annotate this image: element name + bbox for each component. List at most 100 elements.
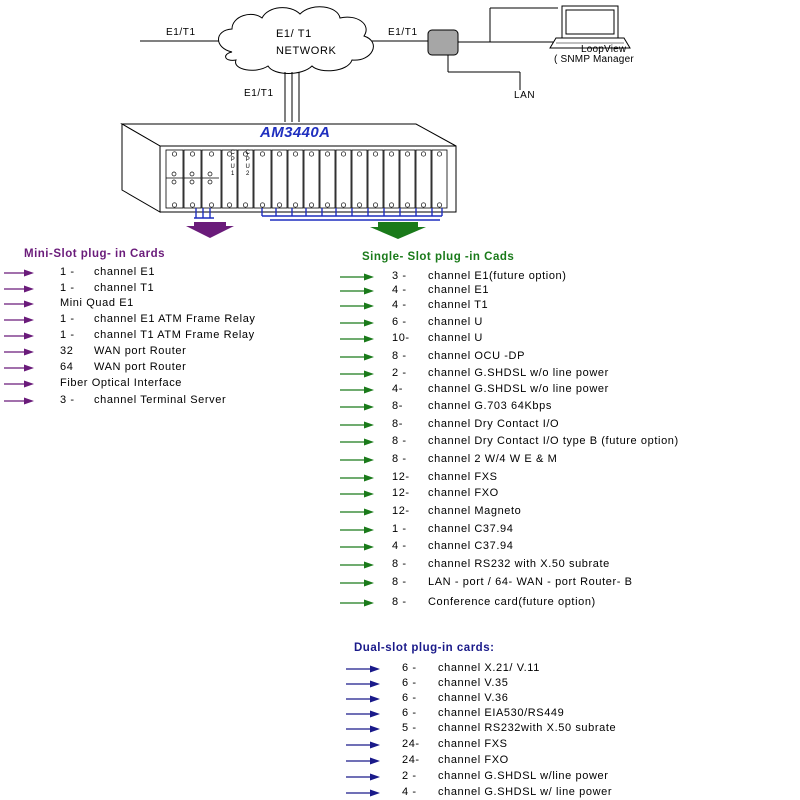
screw-icon [242, 151, 249, 157]
single-slot-item: 8 -channel 2 W/4 W E & M [340, 453, 780, 467]
cloud-label-line1: E1/ T1 [276, 28, 312, 40]
item-label: channel RS232with X.50 subrate [438, 722, 617, 734]
item-count: 8 - [392, 596, 407, 608]
item-count: 3 - [392, 270, 407, 282]
item-label: channel X.21/ V.11 [438, 662, 540, 674]
chassis-slot [253, 149, 272, 209]
dual-slot-item: 6 -channel V.36 [346, 692, 786, 706]
item-count: 1 - [60, 266, 75, 278]
screw-icon [420, 202, 427, 208]
screw-icon [340, 202, 347, 208]
single-slot-item: 12-channel FXS [340, 471, 780, 485]
chassis-slot [271, 149, 288, 209]
item-count: 6 - [392, 316, 407, 328]
arrow-icon [340, 543, 374, 551]
arrow-icon [340, 561, 374, 569]
item-count: 1 - [60, 329, 75, 341]
item-label: channel T1 [94, 282, 155, 294]
screw-icon [436, 202, 443, 208]
screw-icon [226, 151, 233, 157]
single-slot-item: 8-channel G.703 64Kbps [340, 400, 780, 414]
arrow-icon [4, 300, 34, 308]
item-count: 1 - [392, 523, 407, 535]
arrow-icon [340, 599, 374, 607]
item-label: channel OCU -DP [428, 350, 526, 362]
arrow-icon [340, 370, 374, 378]
manager-label-line1: LoopView [581, 44, 627, 55]
screw-icon [324, 151, 331, 157]
item-label: channel Terminal Server [94, 394, 227, 406]
single-slot-heading: Single- Slot plug -in Cads [362, 251, 515, 263]
screw-icon [171, 179, 177, 185]
item-count: 8 - [392, 558, 407, 570]
item-count: 24- [402, 738, 420, 750]
screw-icon [189, 151, 196, 157]
item-label: channel C37.94 [428, 540, 514, 552]
item-count: 10- [392, 332, 410, 344]
cloud-label-line2: NETWORK [276, 45, 337, 57]
item-count: 3 - [60, 394, 75, 406]
item-label: channel G.SHDSL w/line power [438, 770, 609, 782]
single-slot-item: 4-channel G.SHDSL w/o line power [340, 383, 780, 397]
arrow-icon [340, 438, 374, 446]
network-diagram [120, 5, 631, 239]
screw-icon [208, 202, 215, 208]
item-label: channel RS232 with X.50 subrate [428, 558, 610, 570]
chassis-slot [201, 149, 222, 209]
single-slot-item: 8 -channel OCU -DP [340, 350, 780, 364]
item-count: 1 - [60, 313, 75, 325]
single-slot-item: 12-channel FXO [340, 487, 780, 501]
manager-label-line2: ( SNMP Manager [554, 54, 634, 65]
arrow-icon [4, 364, 34, 372]
dual-slot-item: 24-channel FXS [346, 738, 786, 752]
item-count: 8 - [392, 576, 407, 588]
single-slot-arrow [370, 227, 426, 239]
item-label: channel E1(future option) [428, 270, 567, 282]
single-slot-item: 8 -channel Dry Contact I/O type B (futur… [340, 435, 780, 449]
item-label: channel V.36 [438, 692, 509, 704]
screw-icon [308, 151, 315, 157]
screw-icon [388, 202, 395, 208]
dual-slot-item: 6 -channel X.21/ V.11 [346, 662, 786, 676]
item-label: channel T1 [428, 299, 489, 311]
mini-slot-item: 3 - channel Terminal Server [4, 394, 444, 408]
mini-slot-arrow [186, 226, 234, 238]
arrow-icon [4, 348, 34, 356]
item-count: 2 - [402, 770, 417, 782]
arrow-icon [340, 386, 374, 394]
item-count: 2 - [392, 367, 407, 379]
arrow-icon [4, 397, 34, 405]
mini-slot-item: 1 - channel T1 ATM Frame Relay [4, 329, 444, 343]
single-slot-item: 8-channel Dry Contact I/O [340, 418, 780, 432]
item-count: 1 - [60, 282, 75, 294]
chassis-slot [183, 149, 202, 209]
lan-label: LAN [514, 90, 536, 101]
item-label: channel V.35 [438, 677, 509, 689]
arrow-icon [346, 741, 380, 749]
am3440a-chassis [120, 123, 457, 213]
item-count: 8- [392, 418, 403, 430]
item-count: 6 - [402, 707, 417, 719]
item-label: channel T1 ATM Frame Relay [94, 329, 255, 341]
left-link-label: E1/T1 [166, 27, 196, 38]
single-slot-item: 6 -channel U [340, 316, 780, 330]
single-slot-item: 4 -channel C37.94 [340, 540, 780, 554]
arrow-icon [340, 287, 374, 295]
chassis-slot [367, 149, 384, 209]
item-label: Fiber Optical Interface [60, 377, 183, 389]
chassis-slot [399, 149, 416, 209]
dual-slot-item: 24-channel FXO [346, 754, 786, 768]
item-count: 5 - [402, 722, 417, 734]
arrow-icon [340, 490, 374, 498]
item-count: 12- [392, 487, 410, 499]
chassis-slot [335, 149, 352, 209]
dual-slot-heading: Dual-slot plug-in cards: [354, 642, 495, 654]
mini-slot-item: 1 - channel T1 [4, 282, 444, 296]
down-link-label: E1/T1 [244, 88, 274, 99]
item-label: channel FXS [428, 471, 498, 483]
arrow-icon [4, 332, 34, 340]
arrow-icon [340, 456, 374, 464]
screw-icon [171, 171, 177, 177]
screw-icon [356, 151, 363, 157]
